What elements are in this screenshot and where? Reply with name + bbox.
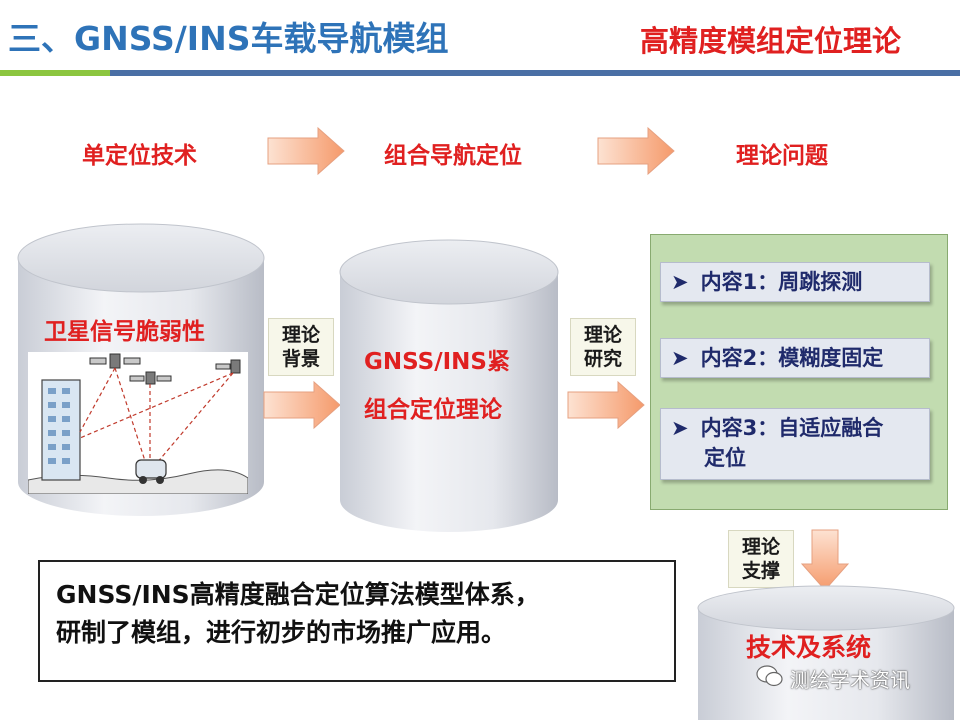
chevron-right-icon: ➤ [671, 346, 689, 370]
chevron-right-icon: ➤ [671, 416, 689, 440]
satellite-illustration [28, 352, 248, 494]
summary-line-1: GNSS/INS高精度融合定位算法模型体系， [56, 580, 540, 609]
content-item-2: ➤内容2：模糊度固定 [660, 338, 930, 378]
connector-1-arrow-icon [263, 380, 341, 430]
content-item-1: ➤内容1：周跳探测 [660, 262, 930, 302]
flow-step-3: 理论问题 [736, 143, 828, 169]
page-subtitle: 高精度模组定位理论 [640, 24, 902, 58]
connector-2-arrow-icon [567, 380, 645, 430]
watermark-text: 测绘学术资讯 [790, 668, 910, 692]
cylinder-left-label: 卫星信号脆弱性 [44, 319, 205, 345]
cylinder-middle [339, 239, 559, 532]
header-divider-accent [0, 70, 110, 76]
flow-step-1: 单定位技术 [82, 143, 197, 169]
cylinder-bottom-label: 技术及系统 [746, 633, 872, 662]
flow-arrow-1-icon [267, 126, 345, 176]
page-title: 三、GNSS/INS车载导航模组 [8, 19, 449, 58]
connector-3-arrow-down-icon [800, 529, 850, 591]
connector-1-label: 理论 背景 [268, 318, 334, 376]
connector-3-label: 理论 支撑 [728, 530, 794, 588]
cylinder-bottom [697, 585, 955, 720]
flow-arrow-2-icon [597, 126, 675, 176]
wechat-icon [756, 665, 783, 687]
content-item-3: ➤内容3：自适应融合 定位 [660, 408, 930, 480]
cylinder-middle-line1: GNSS/INS紧 [364, 349, 510, 375]
header-divider [110, 70, 960, 76]
summary-line-2: 研制了模组，进行初步的市场推广应用。 [56, 618, 507, 647]
connector-2-label: 理论 研究 [570, 318, 636, 376]
summary-box: GNSS/INS高精度融合定位算法模型体系， 研制了模组，进行初步的市场推广应用… [38, 560, 676, 682]
chevron-right-icon: ➤ [671, 270, 689, 294]
cylinder-middle-line2: 组合定位理论 [364, 397, 502, 423]
flow-step-2: 组合导航定位 [384, 143, 522, 169]
